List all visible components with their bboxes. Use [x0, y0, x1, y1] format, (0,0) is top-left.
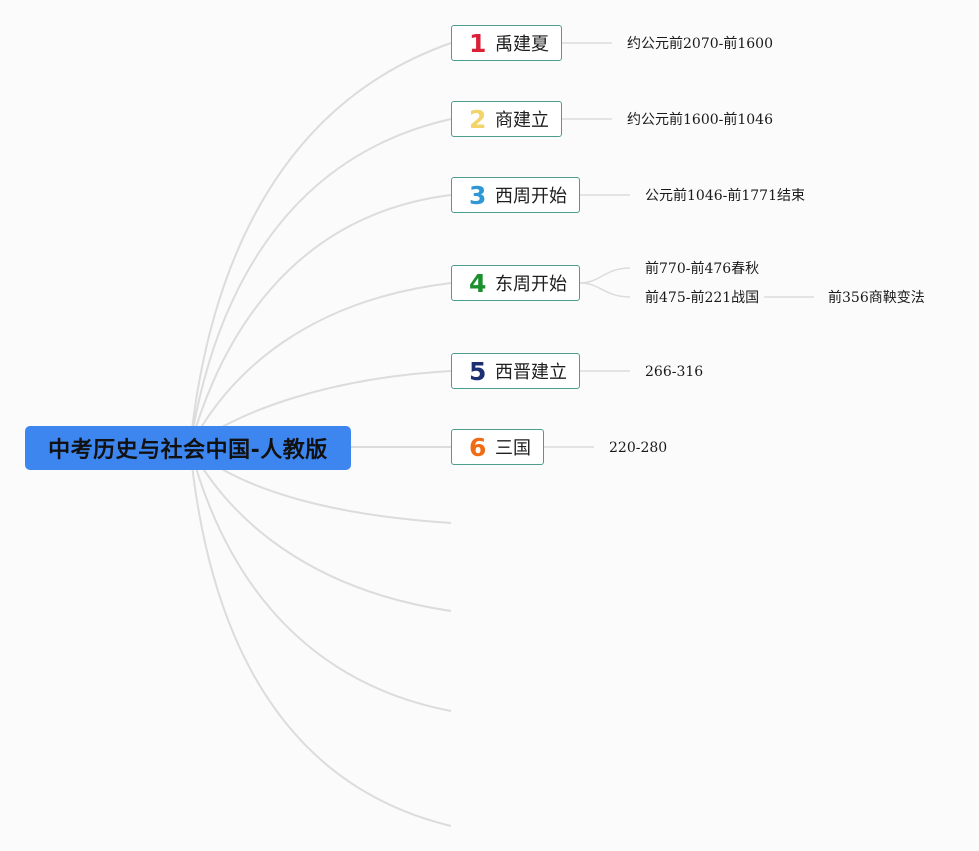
link-root-branch-4	[189, 282, 452, 448]
branch-node-1[interactable]: 1 禹建夏	[451, 25, 562, 61]
branch-label: 商建立	[495, 110, 549, 131]
branch-label: 西晋建立	[495, 362, 567, 383]
link-root-empty-3	[189, 446, 452, 712]
branch-node-4[interactable]: 4 东周开始	[451, 265, 580, 301]
leaf-text[interactable]: 约公元前1600-前1046	[627, 112, 773, 128]
branch-label: 三国	[495, 438, 531, 459]
branch-node-6[interactable]: 6 三国	[451, 429, 544, 465]
leaf-text[interactable]: 前475-前221战国	[645, 290, 760, 306]
number-6-icon: 6	[469, 432, 487, 462]
link-root-empty-2	[189, 446, 452, 612]
leaf-text[interactable]: 约公元前2070-前1600	[627, 36, 773, 52]
leaf-text[interactable]: 266-316	[645, 364, 704, 380]
link-root-branch-3	[189, 194, 452, 448]
leaf-text[interactable]: 公元前1046-前1771结束	[645, 188, 805, 204]
leaf-text[interactable]: 220-280	[609, 440, 668, 456]
root-title: 中考历史与社会中国-人教版	[48, 438, 328, 463]
branch-node-2[interactable]: 2 商建立	[451, 101, 562, 137]
branch-label: 西周开始	[495, 186, 567, 207]
root-topic[interactable]: 中考历史与社会中国-人教版	[25, 426, 351, 470]
branch-label: 东周开始	[495, 274, 567, 295]
branch-node-5[interactable]: 5 西晋建立	[451, 353, 580, 389]
grandchild-text[interactable]: 前356商鞅变法	[828, 290, 925, 306]
link-root-branch-2	[189, 118, 452, 448]
branch-node-3[interactable]: 3 西周开始	[451, 177, 580, 213]
branch-label: 禹建夏	[495, 34, 549, 55]
link-branch-4-leaf-1	[579, 267, 631, 284]
number-1-icon: 1	[469, 28, 487, 58]
link-branch-4-leaf-2	[579, 282, 631, 298]
number-3-icon: 3	[469, 180, 487, 210]
number-5-icon: 5	[469, 356, 487, 386]
leaf-text[interactable]: 前770-前476春秋	[645, 261, 760, 277]
number-4-icon: 4	[469, 268, 487, 298]
link-root-branch-1	[189, 42, 452, 448]
link-root-empty-4	[189, 446, 452, 827]
number-2-icon: 2	[469, 104, 487, 134]
